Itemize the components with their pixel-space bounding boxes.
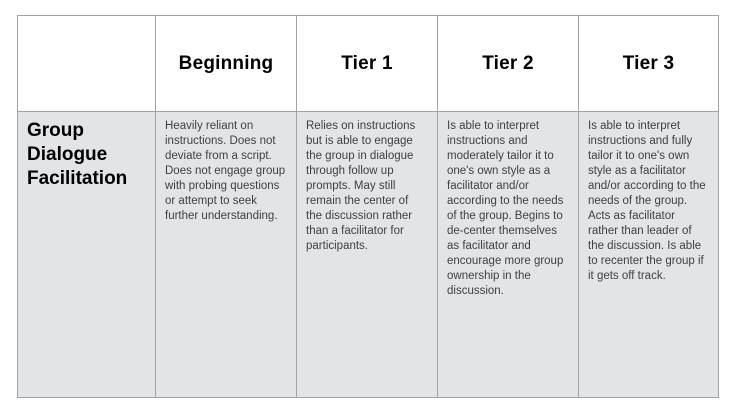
column-header-tier-3: Tier 3 — [578, 15, 719, 112]
column-header-tier-2: Tier 2 — [437, 15, 579, 112]
rubric-cell-beginning: Heavily reliant on instructions. Does no… — [155, 111, 297, 398]
header-row: Beginning Tier 1 Tier 2 Tier 3 — [17, 15, 719, 112]
row-label-group-dialogue-facilitation: Group Dialogue Facilitation — [17, 111, 156, 398]
table-row: Group Dialogue Facilitation Heavily reli… — [17, 111, 719, 398]
corner-cell — [17, 15, 156, 112]
column-header-beginning: Beginning — [155, 15, 297, 112]
column-header-tier-1: Tier 1 — [296, 15, 438, 112]
rubric-cell-tier-3: Is able to interpret instructions and fu… — [578, 111, 719, 398]
rubric-table: Beginning Tier 1 Tier 2 Tier 3 Group Dia… — [17, 15, 719, 398]
rubric-cell-tier-2: Is able to interpret instructions and mo… — [437, 111, 579, 398]
rubric-cell-tier-1: Relies on instructions but is able to en… — [296, 111, 438, 398]
